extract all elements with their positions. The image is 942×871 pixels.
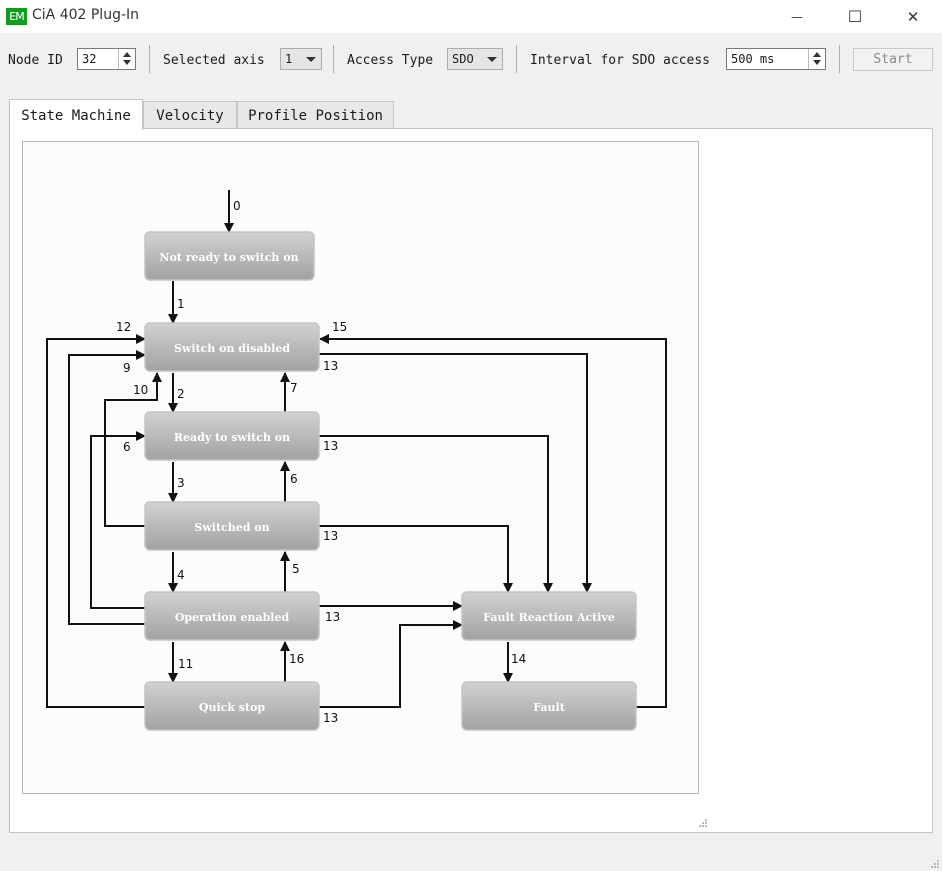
state-not-ready-to-switch-on: Not ready to switch on [144, 231, 315, 281]
title-bar: EM CiA 402 Plug-In — ☐ ✕ [0, 0, 942, 33]
transition-2-label: 2 [177, 387, 185, 401]
transition-13-qs-arrow [319, 620, 463, 708]
transition-12-arrow [46, 334, 146, 708]
state-ready-to-switch-on: Ready to switch on [144, 411, 320, 461]
transition-13-label: 13 [323, 359, 338, 373]
transition-3-label: 3 [177, 476, 185, 490]
chevron-down-icon [306, 57, 316, 62]
transition-15-arrow [319, 334, 667, 708]
toolbar-separator [516, 45, 517, 73]
spin-down-icon [123, 60, 131, 65]
transition-13-rts-arrow [319, 435, 553, 593]
spin-down-icon [813, 60, 821, 65]
spin-up-icon [813, 52, 821, 57]
transition-labels: 0 1 2 7 3 6 4 5 11 16 14 12 9 10 6 15 13… [116, 199, 526, 725]
spin-up-icon [123, 52, 131, 57]
chevron-down-icon [487, 57, 497, 62]
transition-10-label: 10 [133, 383, 148, 397]
interval-stepper-arrows[interactable] [808, 49, 825, 69]
transition-13-label: 13 [323, 711, 338, 725]
app-icon: EM [6, 8, 27, 25]
transition-0-label: 0 [233, 199, 241, 213]
transition-4-label: 4 [177, 568, 185, 582]
minimize-button[interactable]: — [774, 0, 820, 33]
transition-11-label: 11 [178, 657, 193, 671]
access-type-value: SDO [452, 52, 474, 66]
state-fault: Fault [461, 681, 637, 731]
transition-9-label: 9 [123, 361, 131, 375]
maximize-icon: ☐ [847, 7, 863, 26]
transition-6-label: 6 [290, 472, 298, 486]
transition-8-arrow [90, 431, 146, 609]
transition-12-label: 12 [116, 320, 131, 334]
toolbar-separator [333, 45, 334, 73]
transition-15-label: 15 [332, 320, 347, 334]
transition-5-label: 5 [292, 562, 300, 576]
state-label: Ready to switch on [174, 431, 290, 444]
window-title: CiA 402 Plug-In [32, 7, 140, 23]
state-label: Fault Reaction Active [483, 611, 615, 624]
toolbar-separator [839, 45, 840, 73]
tab-velocity[interactable]: Velocity [143, 101, 237, 129]
tab-state-machine[interactable]: State Machine [9, 99, 143, 130]
transition-13-so-arrow [319, 525, 513, 593]
close-button[interactable]: ✕ [890, 0, 936, 33]
selected-axis-label: Selected axis [163, 52, 265, 68]
selected-axis-value: 1 [285, 52, 293, 66]
node-id-value: 32 [82, 52, 97, 66]
transition-lines [46, 190, 667, 708]
tab-profile-position[interactable]: Profile Position [237, 101, 394, 129]
access-type-label: Access Type [347, 52, 434, 68]
state-fault-reaction-active: Fault Reaction Active [461, 591, 637, 641]
selected-axis-dropdown[interactable]: 1 [280, 48, 322, 70]
transition-1-label: 1 [177, 297, 185, 311]
transition-16-label: 16 [289, 652, 304, 666]
minimize-icon: — [791, 9, 803, 24]
close-icon: ✕ [906, 7, 920, 26]
node-id-stepper-arrows[interactable] [118, 49, 135, 69]
state-label: Switched on [194, 521, 269, 534]
transition-13-label: 13 [323, 439, 338, 453]
transition-7-label: 7 [290, 381, 298, 395]
state-label: Fault [533, 701, 566, 714]
state-label: Not ready to switch on [159, 251, 298, 264]
state-label: Operation enabled [175, 611, 290, 624]
transition-13-sod-arrow [319, 353, 592, 593]
transition-10-arrow [104, 372, 162, 527]
node-id-spinbox[interactable]: 32 [77, 48, 136, 70]
transition-9-arrow [68, 350, 146, 625]
access-type-dropdown[interactable]: SDO [447, 48, 503, 70]
state-switch-on-disabled: Switch on disabled [144, 322, 320, 372]
transition-13-label: 13 [325, 610, 340, 624]
state-label: Switch on disabled [174, 342, 290, 355]
interval-spinbox[interactable]: 500 ms [726, 48, 826, 70]
state-machine-diagram: Not ready to switch on Switch on disable… [46, 190, 667, 731]
node-id-label: Node ID [8, 52, 63, 68]
transition-13-label: 13 [323, 529, 338, 543]
state-operation-enabled: Operation enabled [144, 591, 320, 641]
state-boxes: Not ready to switch on Switch on disable… [144, 231, 637, 731]
window-resize-grip-icon[interactable] [930, 859, 940, 869]
start-button[interactable]: Start [853, 48, 933, 71]
resize-grip-icon[interactable] [698, 818, 708, 828]
transition-8-label: 6 [123, 440, 131, 454]
interval-value: 500 ms [731, 52, 775, 66]
maximize-button[interactable]: ☐ [832, 0, 878, 33]
transition-14-label: 14 [511, 652, 526, 666]
toolbar-separator [149, 45, 150, 73]
state-label: Quick stop [199, 701, 266, 714]
state-machine-canvas: Not ready to switch on Switch on disable… [22, 141, 699, 794]
toolbar: Node ID 32 Selected axis 1 Access Type S… [0, 42, 942, 78]
state-switched-on: Switched on [144, 501, 320, 551]
state-quick-stop: Quick stop [144, 681, 320, 731]
interval-label: Interval for SDO access [530, 52, 711, 68]
